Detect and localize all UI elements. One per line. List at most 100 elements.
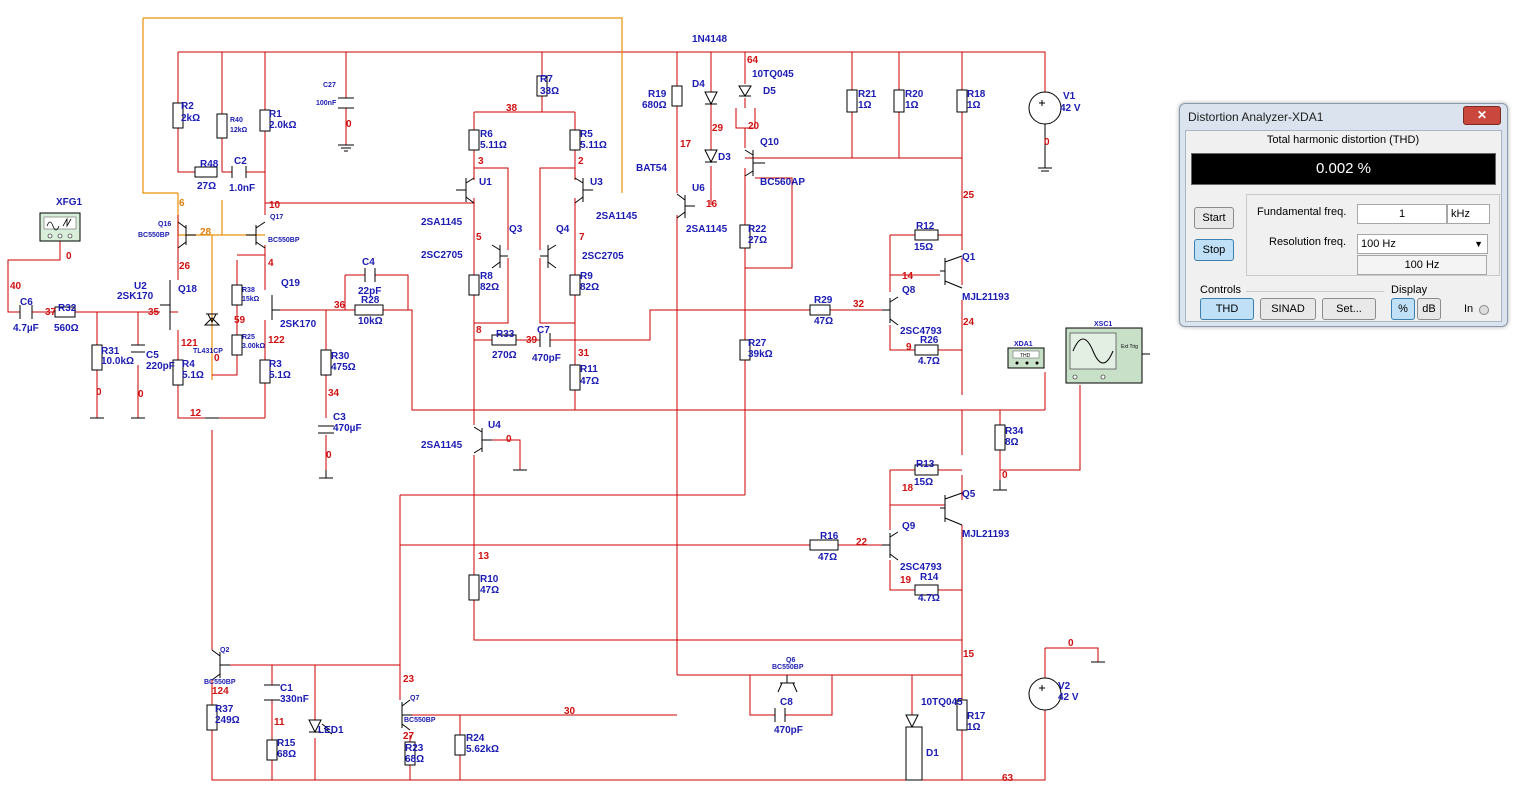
label-v2: V2: [1058, 681, 1071, 692]
distortion-analyzer-icon[interactable]: THD: [1007, 347, 1045, 369]
label-q1: Q1: [962, 252, 976, 263]
start-button[interactable]: Start: [1194, 207, 1234, 229]
label-r13-value: 15Ω: [914, 477, 933, 488]
label-v1-value: 42 V: [1060, 103, 1081, 114]
node-36: 36: [334, 300, 346, 311]
label-r33-value: 270Ω: [492, 350, 517, 361]
node-122: 122: [268, 335, 285, 346]
thd-header: Total harmonic distortion (THD): [1266, 134, 1420, 146]
label-r1-value: 2.0kΩ: [269, 120, 296, 131]
fundamental-unit-select[interactable]: kHz: [1447, 204, 1490, 224]
node-9: 9: [906, 342, 912, 353]
components: [19, 75, 1105, 781]
window-title: Distortion Analyzer-XDA1: [1188, 110, 1324, 124]
node-0-c27: 0: [346, 119, 352, 130]
label-r3-value: 5.1Ω: [269, 370, 291, 381]
label-r38-value: 15kΩ: [242, 296, 260, 303]
node-28: 28: [200, 227, 212, 238]
label-r2: R2: [181, 101, 194, 112]
label-xsc1: XSC1: [1094, 321, 1112, 328]
chevron-down-icon: ▼: [1474, 239, 1483, 249]
thd-readout: 0.002 %: [1191, 153, 1496, 185]
label-q6-part: BC550BP: [772, 664, 804, 671]
node-26: 26: [179, 261, 191, 272]
node-64: 64: [747, 55, 759, 66]
node-6: 6: [179, 198, 185, 209]
db-button[interactable]: dB: [1417, 298, 1441, 320]
stop-button[interactable]: Stop: [1194, 239, 1234, 261]
node-5: 5: [476, 232, 482, 243]
label-c1: C1: [280, 683, 293, 694]
label-r16: R16: [820, 531, 839, 542]
parameters-panel: Fundamental freq. 1 kHz Resolution freq.…: [1246, 194, 1500, 276]
set-button[interactable]: Set...: [1322, 298, 1376, 320]
label-c8-value: 470pF: [774, 725, 803, 736]
node-30: 30: [564, 706, 576, 717]
label-r12: R12: [916, 221, 935, 232]
function-generator-xfg1[interactable]: [39, 212, 81, 242]
label-u1-part: 2SA1145: [421, 217, 463, 228]
label-v2-value: 42 V: [1058, 692, 1079, 703]
label-r32-value: 560Ω: [54, 323, 79, 334]
node-22: 22: [856, 537, 868, 548]
node-0-c5: 0: [138, 389, 144, 400]
fundamental-freq-input[interactable]: 1: [1357, 204, 1447, 224]
label-c6-value: 4.7µF: [13, 323, 39, 334]
label-q6: Q6: [786, 657, 795, 664]
label-r16-value: 47Ω: [818, 552, 837, 563]
label-q19: Q19: [281, 278, 300, 289]
label-u3: U3: [590, 177, 603, 188]
node-32: 32: [853, 299, 865, 310]
label-r13: R13: [916, 459, 935, 470]
resolution-freq-select[interactable]: 100 Hz ▼: [1357, 234, 1488, 254]
label-r10-value: 47Ω: [480, 585, 499, 596]
node-2: 2: [578, 156, 584, 167]
resolution-freq-value: 100 Hz: [1361, 238, 1396, 250]
node-0-r34: 0: [1002, 470, 1008, 481]
controls-group-label: Controls: [1200, 284, 1241, 296]
node-15: 15: [963, 649, 975, 660]
label-q17: Q17: [270, 214, 283, 221]
label-r1: R1: [269, 109, 282, 120]
label-c1-value: 330nF: [280, 694, 309, 705]
label-r27: R27: [748, 338, 767, 349]
distortion-analyzer-window[interactable]: Distortion Analyzer-XDA1 ✕ Total harmoni…: [1179, 103, 1508, 327]
percent-button[interactable]: %: [1391, 298, 1415, 320]
input-indicator[interactable]: [1479, 305, 1489, 315]
label-q3: Q3: [509, 224, 523, 235]
label-r7: R7: [540, 74, 553, 85]
label-r40: R40: [230, 117, 243, 124]
window-titlebar[interactable]: Distortion Analyzer-XDA1 ✕: [1180, 104, 1507, 130]
close-button[interactable]: ✕: [1463, 106, 1501, 125]
svg-text:Ext Trig: Ext Trig: [1121, 344, 1138, 350]
label-r29-value: 47Ω: [814, 316, 833, 327]
xda-icon-label: THD: [1020, 353, 1031, 359]
label-d3: D3: [718, 152, 731, 163]
label-r4: R4: [182, 359, 195, 370]
label-d1-part: 10TQ045: [921, 697, 963, 708]
node-4: 4: [268, 258, 274, 269]
label-c8: C8: [780, 697, 793, 708]
oscilloscope-xsc1[interactable]: Ext Trig: [1065, 327, 1150, 384]
node-10: 10: [269, 200, 281, 211]
thd-button[interactable]: THD: [1200, 298, 1254, 320]
label-r31: R31: [101, 346, 120, 357]
label-c27: C27: [323, 82, 336, 89]
node-19: 19: [900, 575, 912, 586]
label-q5: Q5: [962, 489, 976, 500]
label-q7: Q7: [410, 695, 419, 702]
label-r26: R26: [920, 335, 939, 346]
label-r9: R9: [580, 271, 593, 282]
label-r12-value: 15Ω: [914, 242, 933, 253]
label-c4: C4: [362, 257, 375, 268]
sinad-button[interactable]: SINAD: [1260, 298, 1316, 320]
label-c5-value: 220pF: [146, 361, 175, 372]
label-u2: U2: [134, 281, 147, 292]
label-r14-value: 4.7Ω: [918, 593, 940, 604]
node-27: 27: [403, 731, 415, 742]
label-xfg1: XFG1: [56, 197, 83, 208]
node-14: 14: [902, 271, 914, 282]
label-r32: R32: [58, 303, 77, 314]
label-u6-part: 2SA1145: [686, 224, 728, 235]
